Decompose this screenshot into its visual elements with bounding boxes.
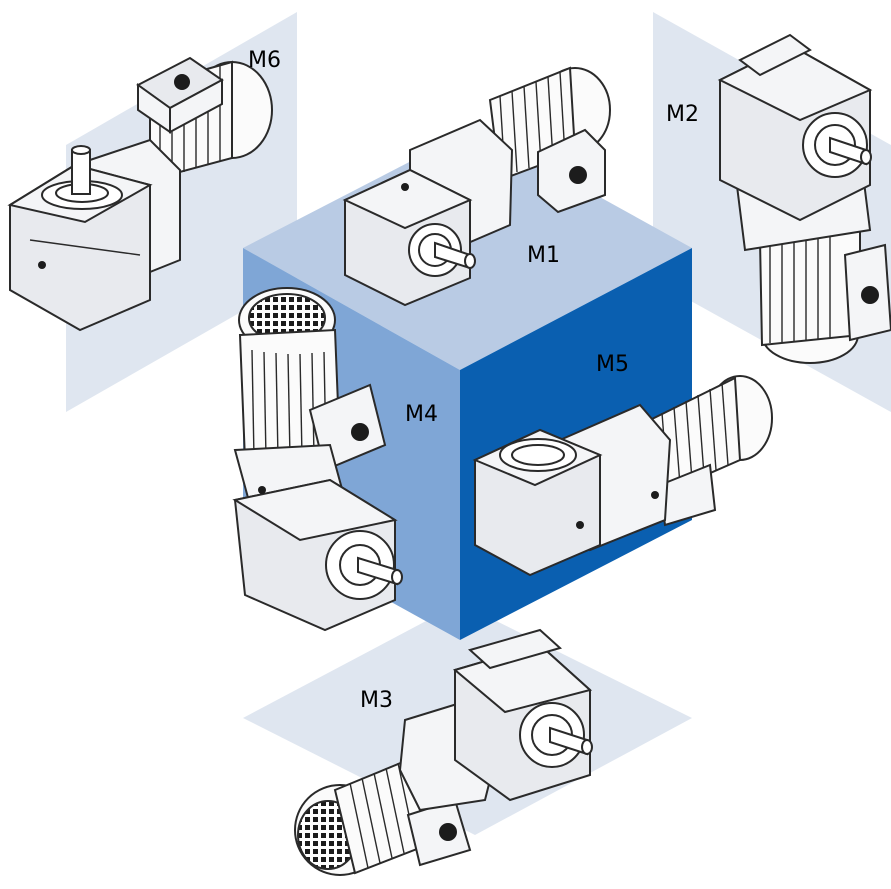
- label-m2: M2: [666, 102, 699, 127]
- gearmotor-m4: [232, 287, 403, 632]
- gearmotor-m3: [294, 628, 593, 876]
- gearmotor-m1: [342, 66, 611, 307]
- gearmotor-m6: [7, 56, 273, 332]
- label-m4: M4: [405, 402, 438, 427]
- label-m6: M6: [248, 48, 281, 73]
- gearmotor-m5: [472, 375, 773, 577]
- label-m3: M3: [360, 688, 393, 713]
- gearmotor-m2: [717, 33, 891, 364]
- label-m1: M1: [527, 243, 560, 268]
- label-m5: M5: [596, 352, 629, 377]
